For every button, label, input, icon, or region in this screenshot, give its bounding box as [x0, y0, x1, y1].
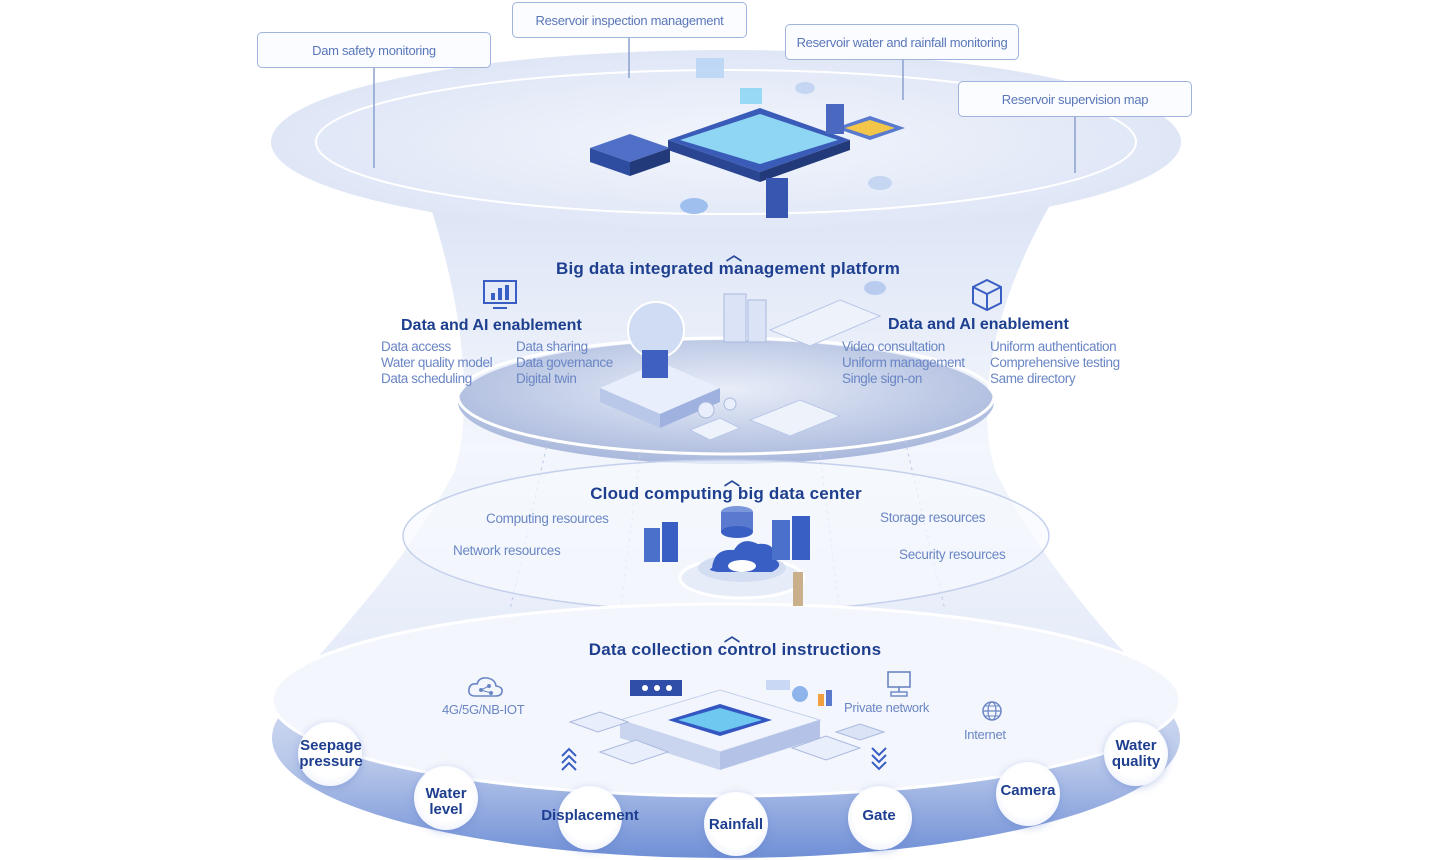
storage-resources: Storage resources	[880, 510, 986, 525]
sensor-gate: Gate	[862, 807, 896, 824]
right-item-1: Video consultation	[842, 339, 945, 354]
sensor-water-quality: Water quality	[1111, 737, 1161, 770]
chevron-up-icon	[561, 747, 577, 771]
network-icon	[468, 677, 503, 697]
bubble-seepage	[298, 722, 362, 786]
sensor-rainfall: Rainfall	[708, 816, 764, 833]
left-item-4: Data sharing	[516, 339, 588, 354]
left-item-6: Digital twin	[516, 371, 577, 386]
cube-icon	[972, 278, 1002, 312]
right-item-2: Uniform management	[842, 355, 965, 370]
top-disc-ring	[315, 69, 1137, 215]
left-item-1: Data access	[381, 339, 451, 354]
reservoir-inspection-label: Reservoir inspection management	[512, 2, 747, 38]
cloud-center-illustration	[644, 506, 810, 606]
computing-resources: Computing resources	[486, 511, 609, 526]
sensor-water-level: Water level	[425, 785, 467, 818]
right-item-6: Same directory	[990, 371, 1076, 386]
right-item-5: Comprehensive testing	[990, 355, 1120, 370]
left-enablement-title: Data and AI enablement	[401, 317, 582, 334]
right-enablement-title: Data and AI enablement	[888, 316, 1069, 333]
supervision-map-label: Reservoir supervision map	[958, 81, 1192, 117]
monitor-icon	[887, 671, 911, 697]
left-item-2: Water quality model	[381, 355, 493, 370]
right-item-3: Single sign-on	[842, 371, 922, 386]
left-item-3: Data scheduling	[381, 371, 472, 386]
dam-safety-label: Dam safety monitoring	[257, 32, 491, 68]
callout-stems	[373, 38, 1076, 173]
bubble-camera	[996, 762, 1060, 826]
chevron-up-icon: ︿	[725, 247, 743, 264]
bubble-displacement	[558, 786, 622, 850]
monitoring-illustration	[590, 58, 905, 218]
chevron-up-icon: ︿	[723, 472, 741, 489]
sensor-camera: Camera	[1000, 782, 1056, 799]
sensor-seepage-pressure: Seepage pressure	[299, 737, 363, 770]
sensor-displacement: Displacement	[541, 807, 639, 824]
platform-illustration	[600, 281, 886, 441]
collection-illustration	[568, 680, 886, 770]
bubble-gate	[848, 786, 912, 850]
chevron-down-icon	[871, 747, 887, 771]
bubble-rainfall	[704, 792, 768, 856]
right-item-4: Uniform authentication	[990, 339, 1117, 354]
net-4g-label: 4G/5G/NB-IOT	[442, 702, 525, 717]
security-resources: Security resources	[899, 547, 1006, 562]
chart-icon	[483, 280, 517, 309]
collection-title: Data collection control instructions	[588, 640, 882, 659]
chevron-up-icon: ︿	[723, 628, 741, 645]
bubble-water-level	[414, 766, 478, 830]
platform-title: Big data integrated management platform	[555, 259, 901, 278]
network-resources: Network resources	[453, 543, 561, 558]
internet-label: Internet	[964, 727, 1006, 742]
private-network-label: Private network	[844, 700, 930, 715]
left-item-5: Data governance	[516, 355, 613, 370]
globe-icon	[982, 701, 1002, 721]
bubble-water-quality	[1104, 722, 1168, 786]
water-rainfall-label: Reservoir water and rainfall monitoring	[785, 24, 1019, 60]
cloud-title: Cloud computing big data center	[590, 484, 862, 503]
